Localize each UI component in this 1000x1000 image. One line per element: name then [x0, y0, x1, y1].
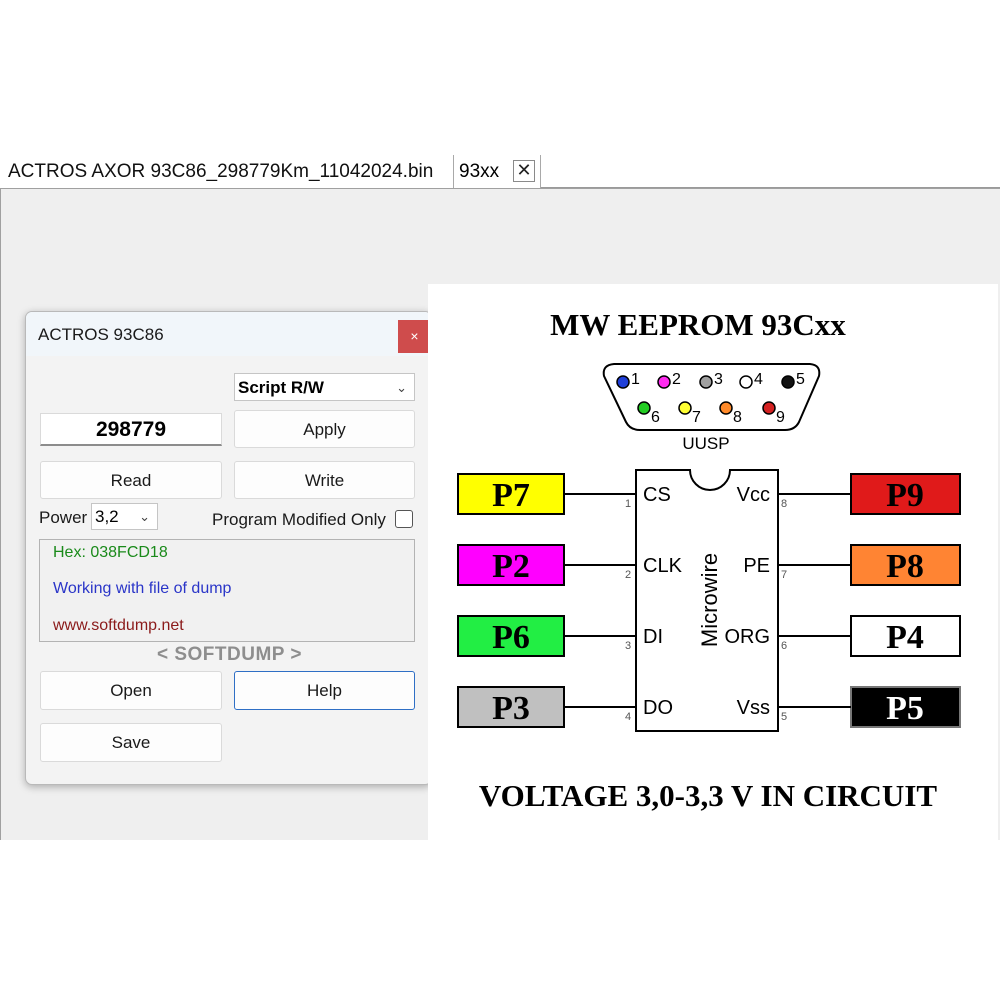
program-modified-checkbox[interactable] [395, 510, 413, 528]
power-label: Power [39, 508, 88, 527]
pin-name: PE [743, 555, 770, 577]
connector-pin-number: 2 [672, 371, 681, 388]
close-icon[interactable]: × [398, 320, 431, 353]
tab-close-icon[interactable]: ✕ [513, 160, 535, 182]
probe-p5-box [850, 686, 961, 728]
connector-pin-5 [781, 375, 795, 389]
probe-p2-box [457, 544, 565, 586]
probe-label: P8 [886, 548, 924, 585]
open-button[interactable]: Open [40, 671, 222, 710]
connector-pin-8 [719, 401, 733, 415]
probe-label: P6 [492, 619, 530, 656]
chevron-down-icon: ⌄ [396, 380, 407, 395]
dialog-title: ACTROS 93C86 [38, 325, 164, 344]
connector-label: UUSP [682, 434, 729, 453]
program-modified-label: Program Modified Only [212, 510, 386, 529]
mode-select[interactable]: Script R/W ⌄ [234, 373, 415, 401]
connector-pin-number: 7 [692, 409, 701, 426]
info-panel: Hex: 038FCD18 Working with file of dump … [39, 539, 415, 642]
connector-pin-number: 8 [733, 409, 742, 426]
actros-dialog: ACTROS 93C86 × Script R/W ⌄ 298779 Apply… [25, 311, 432, 785]
voltage-footer: VOLTAGE 3,0-3,3 V IN CIRCUIT [479, 778, 937, 813]
pin-name: Vcc [737, 484, 770, 506]
connector-pin-1 [616, 375, 630, 389]
probe-label: P4 [886, 619, 924, 656]
diagram-title: MW EEPROM 93Cxx [550, 307, 846, 342]
eeprom-diagram-svg: MW EEPROM 93Cxx 1 2 3 4 5 6 7 8 9 UUSP Microwire… [457, 307, 961, 813]
left-pins: P7 1 CS P2 2 CLK P6 3 DI P3 4 DO [457, 473, 683, 728]
pin-number: 5 [781, 711, 787, 723]
save-button[interactable]: Save [40, 723, 222, 762]
read-button[interactable]: Read [40, 461, 222, 499]
pin-number: 4 [625, 711, 631, 723]
dialog-title-bar: ACTROS 93C86 [26, 312, 431, 356]
hex-text: Hex: 038FCD18 [53, 544, 168, 561]
power-select-value: 3,2 [95, 507, 119, 526]
tab-file-name[interactable]: ACTROS AXOR 93C86_298779Km_11042024.bin [8, 161, 434, 182]
pin-number: 8 [781, 498, 787, 510]
power-select[interactable]: 3,2 ⌄ [91, 503, 158, 530]
connector-pin-number: 1 [631, 371, 640, 388]
probe-label: P7 [492, 477, 530, 514]
pin-name: Vss [737, 697, 770, 719]
value-field[interactable]: 298779 [40, 413, 222, 446]
connector-pin-number: 5 [796, 371, 805, 388]
brand-label: < SOFTDUMP > [156, 644, 302, 665]
pin-name: CLK [643, 555, 683, 577]
connector-pin-9 [762, 401, 776, 415]
apply-button[interactable]: Apply [234, 410, 415, 448]
probe-label: P2 [492, 548, 530, 585]
chip-label: Microwire [697, 553, 722, 647]
probe-p6-box [457, 615, 565, 657]
probe-p8-box [850, 544, 961, 586]
connector-pin-2 [657, 375, 671, 389]
connector-pin-number: 4 [754, 371, 763, 388]
connector-pin-3 [699, 375, 713, 389]
connector-pins: 1 2 3 4 5 6 7 8 9 [616, 371, 805, 426]
probe-label: P3 [492, 690, 530, 727]
probe-p9-box [850, 473, 961, 515]
pin-number: 6 [781, 640, 787, 652]
connector-pin-7 [678, 401, 692, 415]
connector-pin-4 [739, 375, 753, 389]
tab-93xx[interactable]: 93xx ✕ [453, 155, 541, 188]
chip-body [635, 469, 779, 732]
pin-name: DO [643, 697, 673, 719]
probe-label: P5 [886, 690, 924, 727]
website-link[interactable]: www.softdump.net [53, 617, 184, 634]
write-button[interactable]: Write [234, 461, 415, 499]
tab-divider [541, 187, 1000, 188]
probe-label: P9 [886, 477, 924, 514]
pin-number: 7 [781, 569, 787, 581]
mode-select-value: Script R/W [238, 378, 324, 397]
connector-pin-number: 9 [776, 409, 785, 426]
pin-number: 1 [625, 498, 631, 510]
tab-bar: ACTROS AXOR 93C86_298779Km_11042024.bin … [0, 155, 1000, 188]
tab-93xx-label: 93xx [459, 161, 500, 182]
chevron-down-icon: ⌄ [139, 509, 150, 524]
pin-name: ORG [724, 626, 770, 648]
pin-number: 3 [625, 640, 631, 652]
pin-number: 2 [625, 569, 631, 581]
connector-pin-number: 3 [714, 371, 723, 388]
pin-name: CS [643, 484, 671, 506]
status-text: Working with file of dump [53, 580, 232, 597]
connector-pin-6 [637, 401, 651, 415]
pin-name: DI [643, 626, 663, 648]
eeprom-diagram: MW EEPROM 93Cxx 1 2 3 4 5 6 7 8 9 UUSP Microwire… [428, 284, 998, 840]
probe-p3-box [457, 686, 565, 728]
help-button[interactable]: Help [234, 671, 415, 710]
connector-pin-number: 6 [651, 409, 660, 426]
